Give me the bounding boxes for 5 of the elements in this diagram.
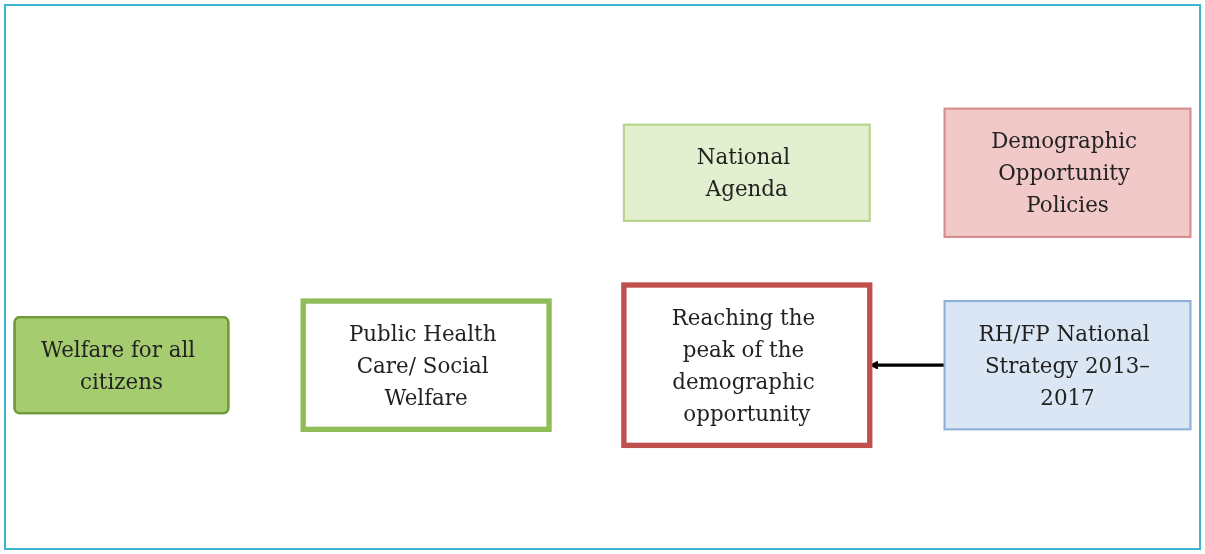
- node-box: National Agenda: [622, 123, 871, 222]
- node-box: RH/FP National Strategy 2013–2017: [943, 300, 1192, 431]
- node-box: Public Health Care/ Social Welfare: [300, 298, 552, 432]
- node-box: Reaching the peak of the demographic opportunity: [621, 282, 873, 449]
- node-box: Demographic Opportunity Policies: [943, 107, 1192, 238]
